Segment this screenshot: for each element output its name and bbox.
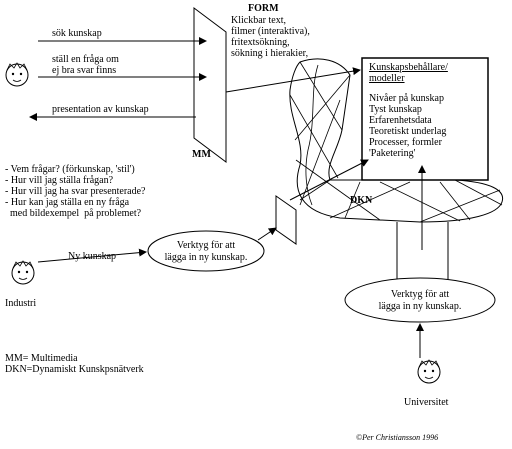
- container-item-2: Tyst kunskap: [369, 104, 422, 115]
- copyright: ©Per Christiansson 1996: [356, 433, 438, 442]
- legend-dkn: DKN=Dynamiskt Kunskpsnätverk: [5, 364, 144, 375]
- question-2: - Hur vill jag ställa frågan?: [5, 175, 114, 186]
- question-4: - Hur kan jag ställa en ny fråga: [5, 197, 130, 208]
- container-item-1: Nivåer på kunskap: [369, 93, 444, 104]
- university-face-icon: [417, 359, 441, 384]
- form-title: FORM: [248, 3, 279, 14]
- question-1: - Vem frågar? (förkunskap, 'stil'): [5, 164, 135, 175]
- small-screen-to-container-arrow: [289, 159, 369, 201]
- dkn-label: DKN: [350, 195, 373, 206]
- legend-mm: MM= Multimedia: [5, 353, 78, 364]
- dkn-network: [289, 58, 504, 223]
- mm-to-container-arrow: [225, 67, 361, 93]
- ask-label-line1: ställ en fråga om: [52, 54, 119, 65]
- tool-left-to-screen-arrow: [257, 227, 277, 241]
- industry-label: Industri: [5, 298, 36, 309]
- container-item-4: Teoretiskt underlag: [369, 126, 446, 137]
- container-item-5: Processer, formler: [369, 137, 443, 148]
- tool-left-line2: lägga in ny kunskap.: [165, 252, 248, 263]
- university-label: Universitet: [404, 397, 449, 408]
- tool-left-ellipse: [147, 230, 265, 272]
- new-knowledge-label: Ny kunskap: [68, 251, 116, 262]
- mm-label: MM: [192, 149, 211, 160]
- user-face-icon: [5, 62, 29, 87]
- question-3: - Hur vill jag ha svar presenterade?: [5, 186, 146, 197]
- container-item-6: 'Paketering': [369, 148, 416, 159]
- industry-face-icon: [11, 260, 35, 285]
- ask-label-line2: ej bra svar finns: [52, 65, 116, 76]
- tool-right-ellipse: [344, 277, 496, 323]
- new-knowledge-arrow: [37, 248, 147, 263]
- knowledge-container-box: [361, 57, 489, 181]
- tool-right-line2: lägga in ny kunskap.: [379, 301, 462, 312]
- container-item-3: Erfarenhetsdata: [369, 115, 432, 126]
- tool-left-line1: Verktyg för att: [177, 240, 236, 251]
- question-5: med bildexempel på problemet?: [5, 208, 142, 219]
- mm-screen: [193, 7, 227, 163]
- search-label: sök kunskap: [52, 28, 102, 39]
- form-line-3: fritextsökning,: [231, 37, 290, 48]
- container-title-2: modeller: [369, 73, 405, 84]
- form-line-1: Klickbar text,: [231, 15, 286, 26]
- presentation-label: presentation av kunskap: [52, 104, 149, 115]
- form-line-2: filmer (interaktiva),: [231, 26, 310, 37]
- tool-right-line1: Verktyg för att: [391, 289, 450, 300]
- container-title-1: Kunskapsbehållare/: [369, 62, 448, 73]
- form-line-4: sökning i hierakier,: [231, 48, 308, 59]
- small-screen: [275, 195, 297, 245]
